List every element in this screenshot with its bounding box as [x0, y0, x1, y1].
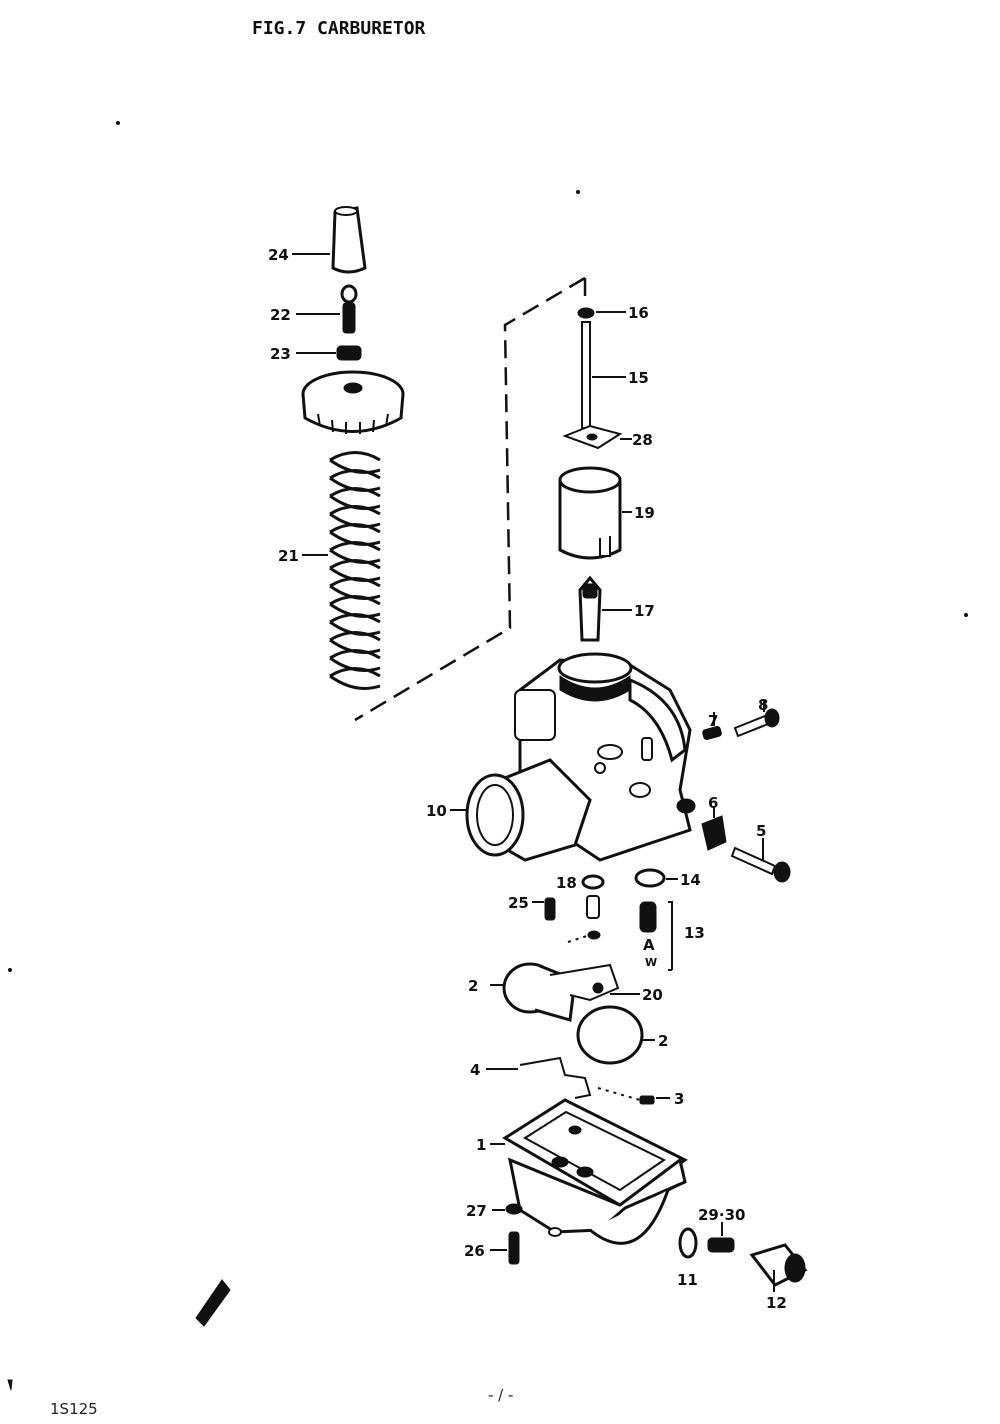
callout-26: 26	[464, 1242, 485, 1260]
callout-25: 25	[508, 894, 529, 912]
part-5-throttle-stop-screw	[730, 846, 791, 883]
callout-3: 3	[674, 1090, 684, 1108]
part-8-pilot-screw	[733, 708, 780, 738]
callout-5: 5	[756, 822, 766, 840]
part-21-spring	[329, 451, 381, 690]
part-22-adjuster-screw	[340, 284, 358, 334]
part-18-washer	[581, 874, 605, 890]
part-6-spring	[701, 815, 727, 851]
callout-2-left: 2	[468, 977, 478, 995]
part-15-jet-needle	[581, 321, 591, 429]
callout-23: 23	[270, 345, 291, 363]
figure-title: FIG.7 CARBURETOR	[252, 18, 426, 39]
callout-14: 14	[680, 871, 701, 889]
speck	[7, 1379, 13, 1391]
part-13-jet	[639, 901, 673, 971]
callout-21: 21	[278, 547, 299, 565]
callout-7: 7	[708, 712, 718, 730]
part-17-needle-jet	[578, 575, 602, 642]
callout-1: 1	[476, 1136, 486, 1154]
part-20-float-pin	[549, 963, 620, 1002]
footer-model-code: 1S125	[50, 1400, 98, 1418]
callout-27: 27	[466, 1202, 487, 1220]
part-26-screw	[508, 1231, 520, 1265]
assembly-guide-line	[354, 276, 586, 722]
callout-12: 12	[766, 1294, 787, 1312]
part-19-throttle-valve	[558, 466, 622, 560]
orientation-mark-icon	[195, 1279, 231, 1327]
part-3-needle-valve	[597, 1087, 655, 1105]
speck	[116, 121, 120, 125]
callout-11: 11	[677, 1271, 698, 1289]
footer-page-number: - / -	[488, 1386, 513, 1404]
part-16-clip	[577, 307, 595, 319]
part-23-nut	[336, 345, 362, 361]
part-float-chamber	[507, 1157, 687, 1245]
speck	[576, 190, 580, 194]
callout-24: 24	[268, 246, 289, 264]
part-7-spring	[702, 726, 722, 740]
callout-22: 22	[270, 306, 291, 324]
part-12-plug	[749, 1243, 808, 1287]
callout-4: 4	[470, 1061, 480, 1079]
part-25-screw	[544, 897, 556, 921]
part-main-jet	[567, 895, 601, 943]
part-29-30-drain-screw	[707, 1237, 735, 1253]
part-27-washer	[505, 1203, 523, 1215]
callout-29-30: 29·30	[698, 1206, 745, 1224]
part-11-gasket	[678, 1227, 698, 1259]
mark-w: W	[645, 956, 657, 969]
callout-28: 28	[632, 431, 653, 449]
part-2-float-right	[576, 1005, 644, 1065]
callout-17: 17	[634, 602, 655, 620]
part-top-cap	[301, 370, 405, 434]
callout-20: 20	[642, 986, 663, 1004]
callout-10: 10	[426, 802, 447, 820]
callout-8: 8	[758, 696, 768, 714]
part-24-rubber-cap	[331, 206, 367, 274]
part-14-washer	[634, 868, 666, 888]
part-10-intake-ring	[465, 773, 525, 857]
speck	[8, 968, 12, 972]
callout-16: 16	[628, 304, 649, 322]
callout-2-right: 2	[658, 1032, 668, 1050]
callout-15: 15	[628, 369, 649, 387]
callout-18: 18	[556, 874, 577, 892]
callout-6: 6	[708, 794, 718, 812]
callout-13: 13	[684, 924, 705, 942]
part-4-float-arm	[519, 1056, 592, 1099]
part-28-plate	[562, 424, 623, 450]
speck	[964, 613, 968, 617]
mark-a: A	[643, 936, 655, 954]
callout-19: 19	[634, 504, 655, 522]
part-1-float-chamber-gasket	[502, 1098, 688, 1207]
